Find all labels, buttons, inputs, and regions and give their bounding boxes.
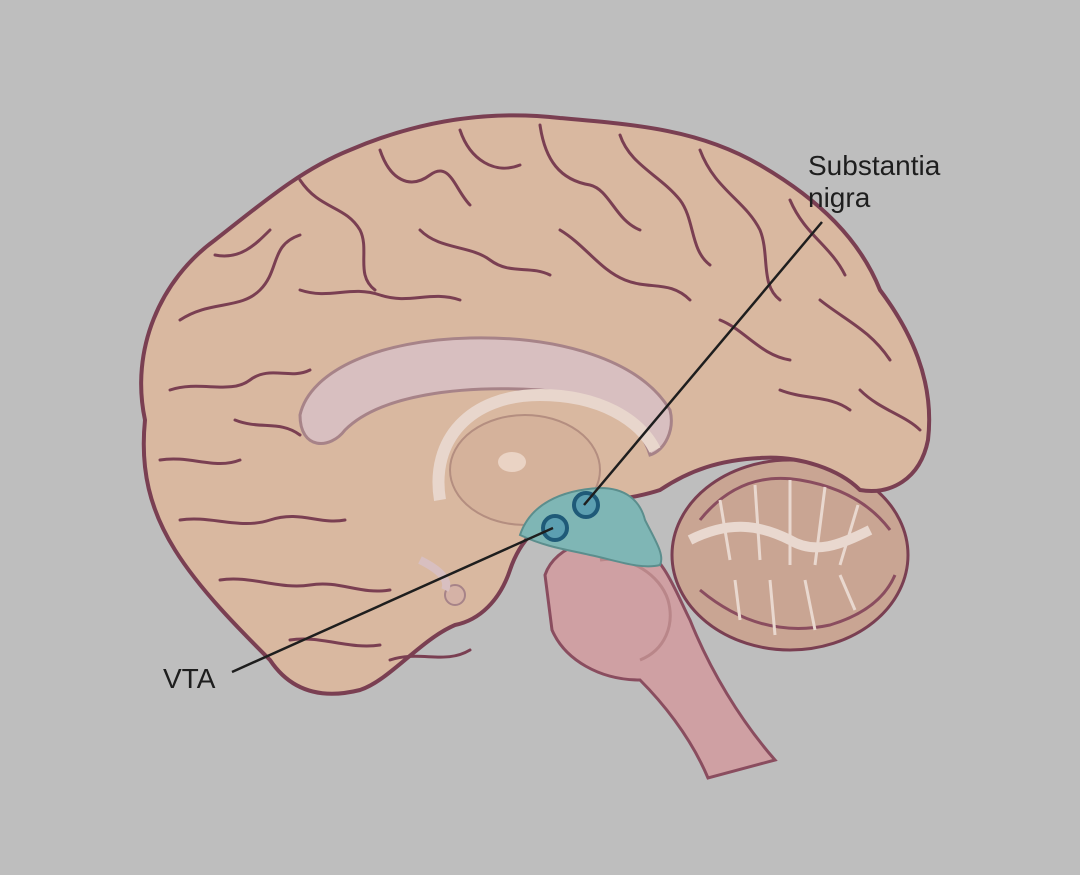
optic-chiasm	[418, 556, 451, 592]
fornix	[432, 388, 661, 501]
substantia-nigra-nucleus	[572, 491, 600, 519]
corpus-callosum	[298, 336, 673, 457]
mammillary-body	[444, 584, 466, 606]
midbrain-region	[518, 486, 663, 568]
substantia-nigra-label: Substantia nigra	[808, 150, 941, 213]
vta-label: VTA	[163, 663, 216, 694]
cerebral-cortex	[139, 113, 932, 696]
cerebellum	[670, 458, 910, 652]
substantia-nigra-leader-line	[583, 221, 823, 506]
vta-leader-line	[231, 526, 554, 674]
vta-nucleus	[541, 514, 569, 542]
